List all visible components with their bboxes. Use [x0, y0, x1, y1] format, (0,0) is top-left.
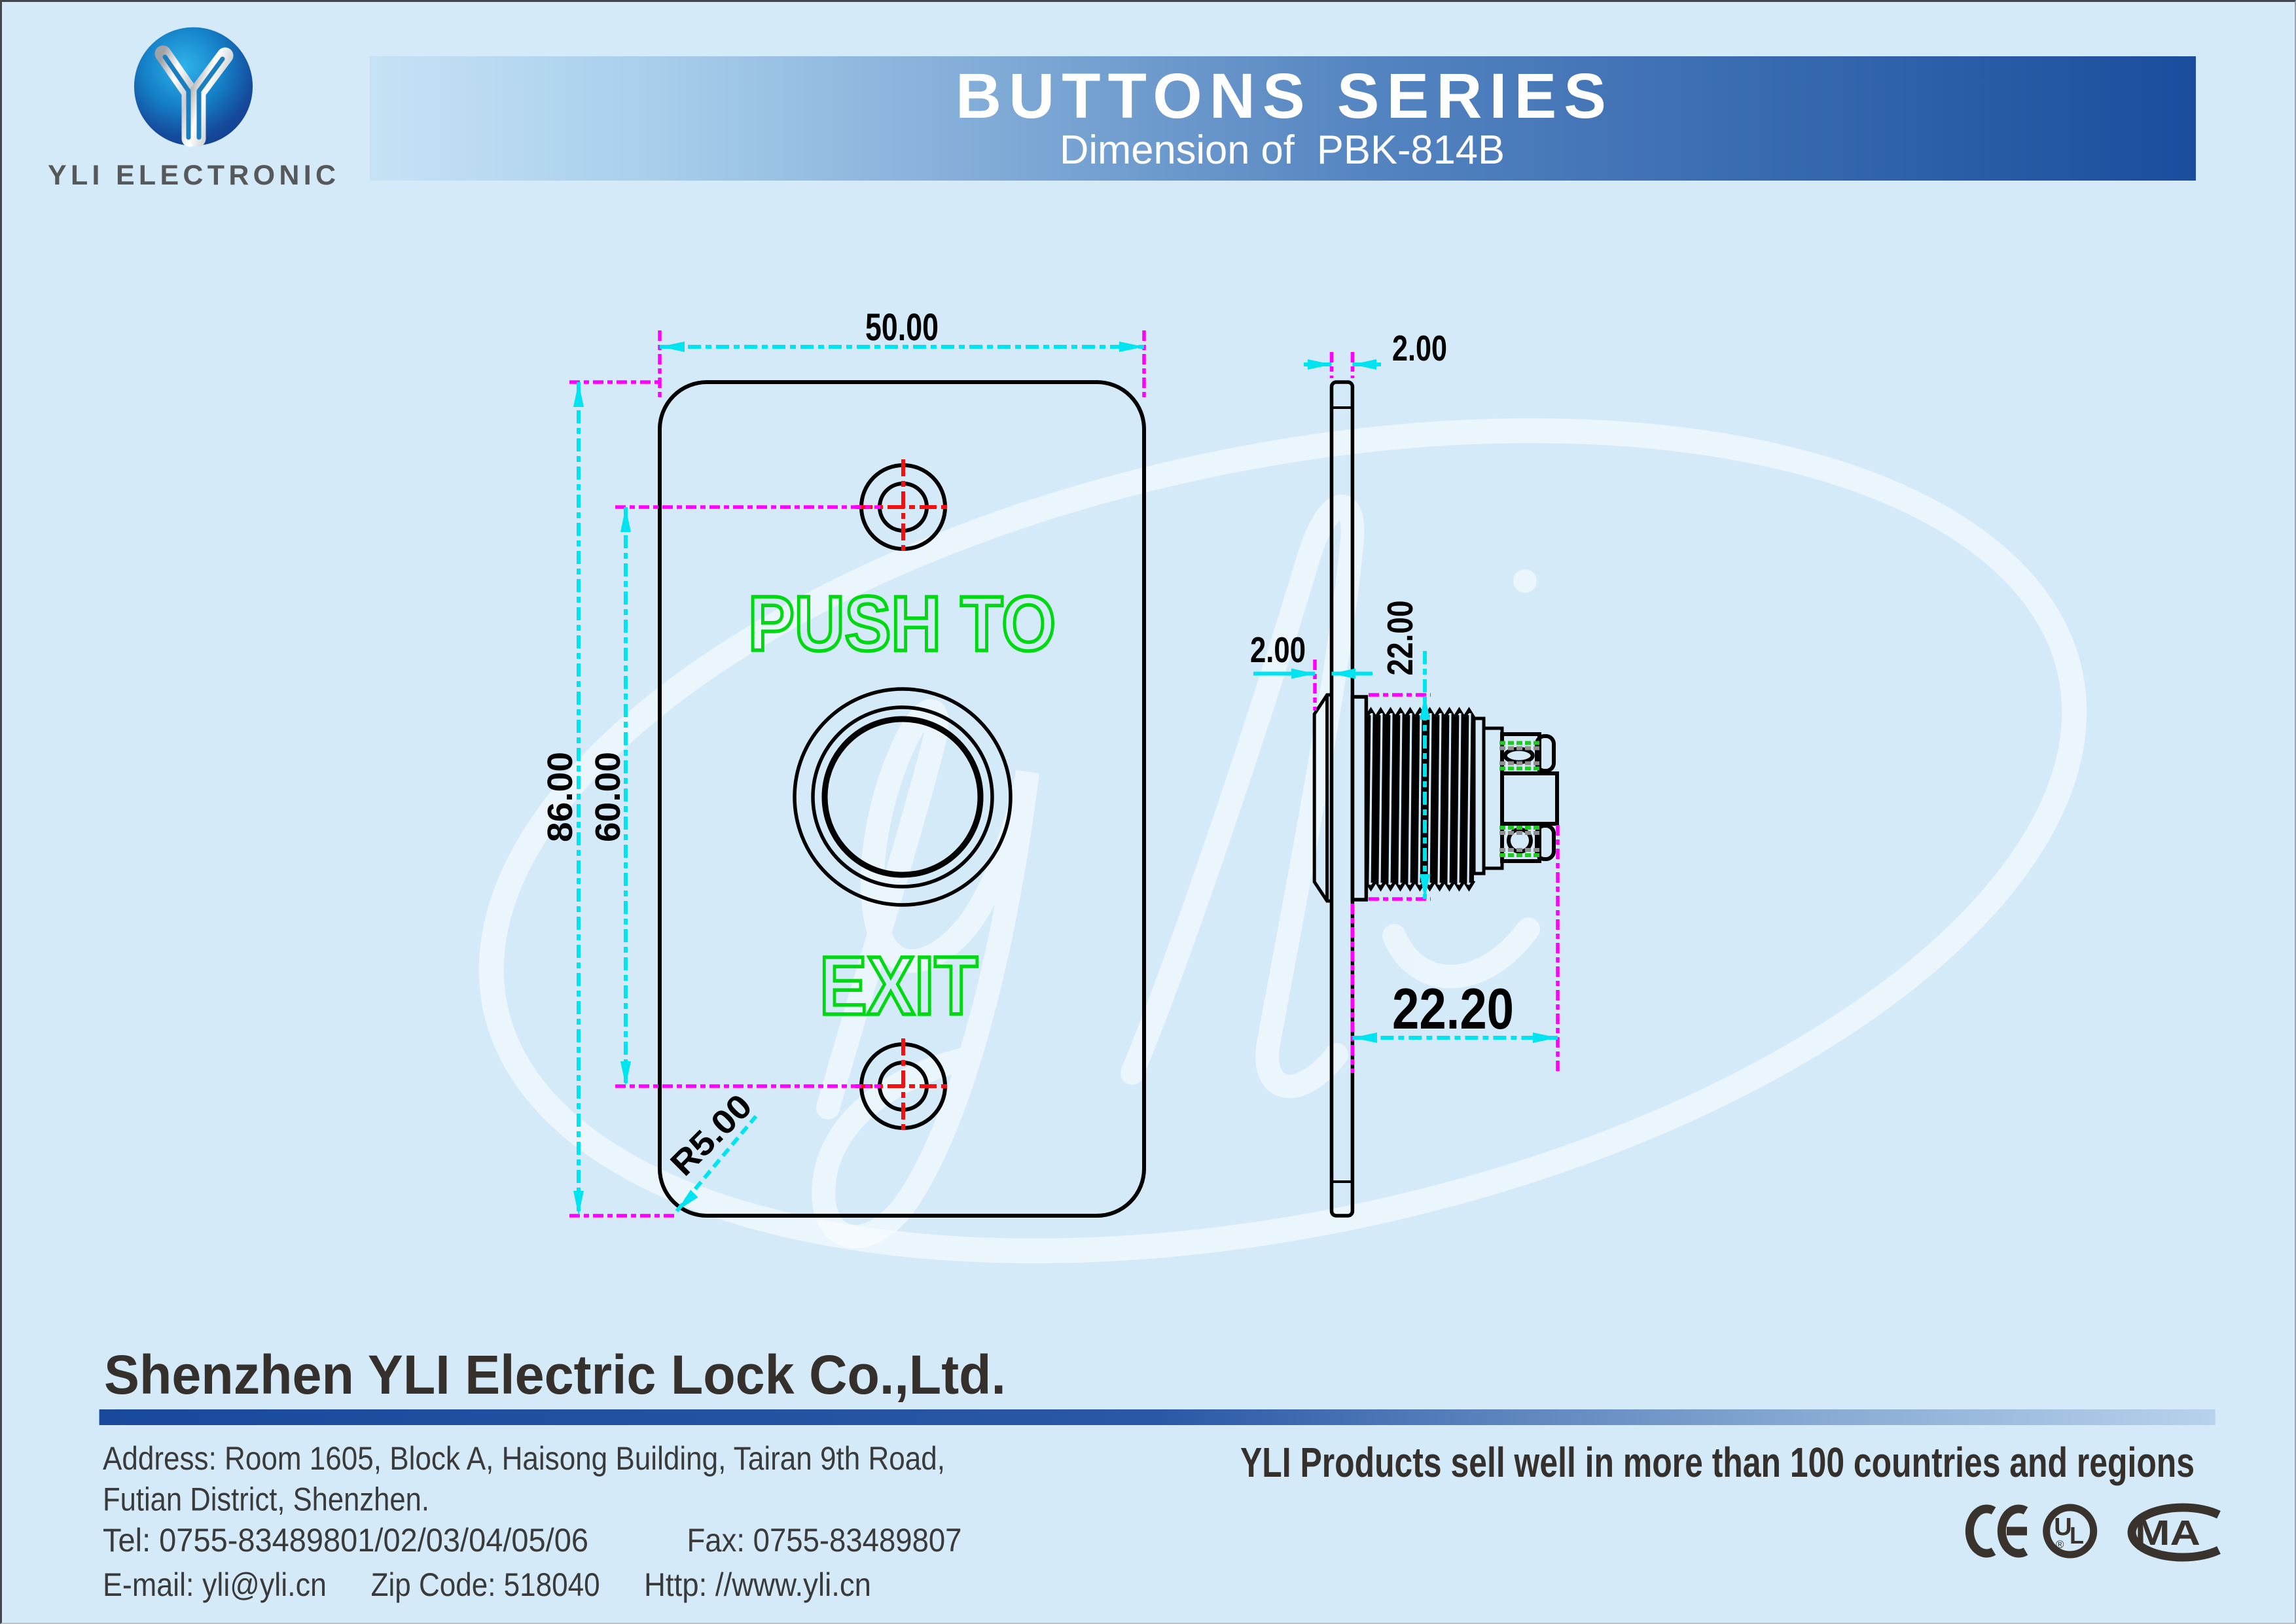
tagline: YLI Products sell well in more than 100 …	[1240, 1439, 2195, 1486]
front-plate-outline	[658, 380, 1146, 1218]
footer-divider	[99, 1409, 2215, 1425]
side-center-block	[1500, 771, 1559, 826]
cma-mark-letters: MA	[2135, 1513, 2200, 1553]
email: E-mail: yli@yli.cn	[103, 1566, 327, 1603]
side-view: 2.00 2.00 22.00 22.20	[1250, 328, 1560, 1218]
footer: Shenzhen YLI Electric Lock Co.,Ltd. Addr…	[99, 1344, 2221, 1603]
cma-mark-icon: MA	[2127, 1503, 2221, 1562]
dim-mount-depth: 22.20	[1350, 825, 1560, 1073]
dim-hole-spacing-60: 60.00	[588, 505, 880, 1088]
header-band	[370, 56, 2196, 181]
dim-height-86: 86.00	[541, 380, 677, 1218]
legend-exit: EXIT	[819, 940, 978, 1032]
watermark-yli-script	[478, 418, 2087, 1263]
dim-hole-spacing-label: 60.00	[588, 752, 628, 842]
side-threaded-barrel	[1364, 707, 1476, 892]
thread-gaps	[1369, 713, 1471, 885]
ul-mark-u: U	[2054, 1513, 2072, 1541]
side-body	[1482, 726, 1504, 870]
legend-push-to: PUSH TO	[748, 580, 1056, 667]
website: Http: //www.yli.cn	[644, 1566, 871, 1603]
side-terminal-bottom	[1499, 822, 1556, 863]
fax: Fax: 0755-83489807	[687, 1522, 962, 1559]
address-line1: Address: Room 1605, Block A, Haisong Bui…	[103, 1440, 945, 1477]
zip-code: Zip Code: 518040	[371, 1566, 600, 1603]
dim-mount-depth-label: 22.20	[1392, 976, 1514, 1041]
hole-centerlines	[855, 459, 951, 1134]
dim-head-protrusion-label: 2.00	[1250, 629, 1306, 670]
side-button-head	[1312, 693, 1332, 903]
terminal-bottom-threads	[1499, 826, 1539, 857]
logo-y-icon	[154, 45, 234, 147]
dim-width-50: 50.00	[658, 306, 1146, 398]
company-name: Shenzhen YLI Electric Lock Co.,Ltd.	[104, 1344, 1006, 1405]
dim-plate-thickness-label: 2.00	[1392, 328, 1447, 368]
ce-mark-icon	[1965, 1504, 2028, 1558]
ul-mark-l: L	[2070, 1522, 2084, 1549]
header-title: BUTTONS SERIES	[956, 60, 1618, 132]
dim-corner-radius-label: R5.00	[663, 1087, 759, 1183]
dim-head-diameter-label: 22.00	[1380, 601, 1420, 676]
header: BUTTONS SERIES Dimension of PBK-814B YLI…	[48, 27, 2196, 191]
ul-mark-r: ®	[2056, 1538, 2064, 1551]
header-subtitle: Dimension of PBK-814B	[1060, 128, 1505, 173]
dim-head-diameter: 22.00	[1369, 601, 1431, 901]
side-plate-corner-marks	[1331, 406, 1353, 1183]
dim-plate-thickness: 2.00	[1304, 328, 1447, 378]
front-button-face	[821, 716, 984, 878]
side-collar-left	[1350, 695, 1369, 902]
side-terminal-top	[1499, 732, 1556, 775]
ul-mark-icon: U L ®	[2043, 1504, 2098, 1559]
front-button-ring-outer	[793, 687, 1013, 907]
front-button-ring-mid	[811, 705, 994, 889]
certification-marks: U L ® MA	[1965, 1503, 2221, 1562]
tel: Tel: 0755-83489801/02/03/04/05/06	[103, 1522, 588, 1559]
dim-height-label: 86.00	[541, 752, 580, 842]
address-line2: Futian District, Shenzhen.	[103, 1481, 429, 1518]
brand-name: YLI ELECTRONIC	[48, 160, 338, 191]
front-view: PUSH TO EXIT 50.00 86.00 60.00	[541, 306, 1146, 1218]
terminal-top-threads	[1499, 741, 1539, 771]
dim-width-label: 50.00	[865, 306, 939, 349]
watermark-i-dot	[1513, 569, 1537, 593]
dim-head-protrusion: 2.00	[1250, 629, 1372, 711]
yli-logo	[134, 27, 253, 147]
